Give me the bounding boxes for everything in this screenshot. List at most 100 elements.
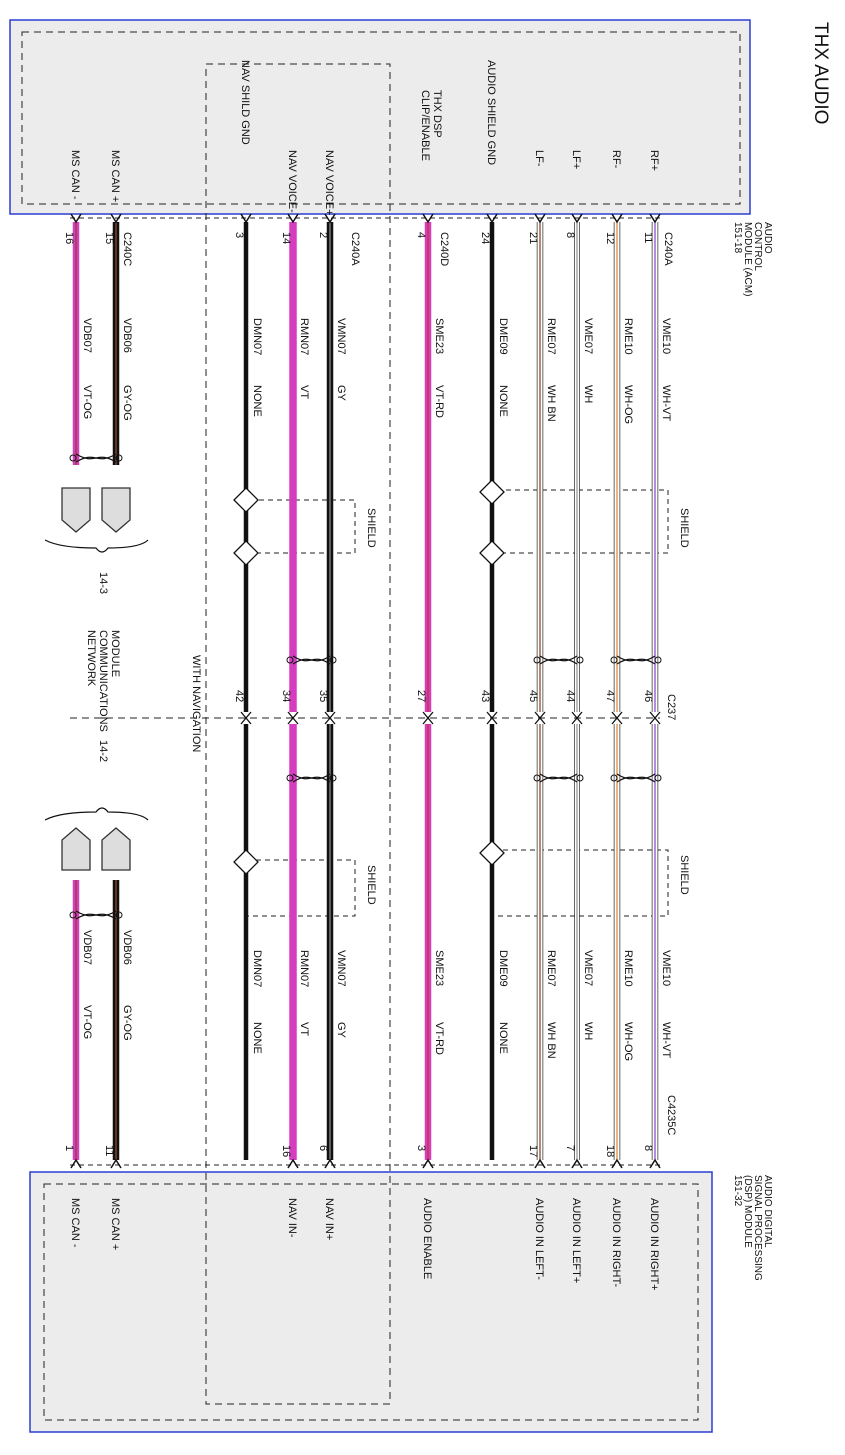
wire-color-label: NONE bbox=[497, 385, 509, 417]
dsp-pin-number: 16 bbox=[280, 1145, 292, 1157]
wire-color-label: GY-OG bbox=[121, 1005, 133, 1041]
wire-color-label: WH-VT bbox=[660, 1022, 672, 1058]
wire-color-label: VT bbox=[298, 1022, 310, 1036]
wire-color-label: VT bbox=[298, 385, 310, 399]
acm-pin-number: 4 bbox=[415, 232, 427, 238]
wire-circuit-label: VME07 bbox=[582, 950, 594, 986]
acm-pin-label: AUDIO SHIELD GND bbox=[485, 60, 497, 165]
wire-circuit-label: DME09 bbox=[497, 950, 509, 987]
dsp-pin-label: AUDIO IN LEFT+ bbox=[570, 1198, 582, 1283]
wire-color-label: VT-RD bbox=[433, 1022, 445, 1055]
wire-color-label: NONE bbox=[251, 1022, 263, 1054]
dsp-module-box bbox=[29, 1171, 713, 1433]
dsp-pin-label: AUDIO IN LEFT- bbox=[533, 1198, 545, 1280]
wire-color-label: WH BN bbox=[545, 385, 557, 422]
shield-drain-icon bbox=[233, 849, 259, 875]
wire-color-label: WH bbox=[582, 385, 594, 403]
wire-circuit-label: VMN07 bbox=[335, 950, 347, 987]
svg-text:MODULE: MODULE bbox=[109, 630, 121, 677]
svg-text:(DSP) MODULE: (DSP) MODULE bbox=[742, 1175, 753, 1248]
inline-pin-number: 27 bbox=[415, 690, 427, 702]
connector-acm-can: C240C bbox=[121, 232, 133, 266]
network-connector-icon bbox=[61, 487, 91, 533]
wire-circuit-label: RME10 bbox=[622, 318, 634, 355]
wire-circuit-label: VMN07 bbox=[335, 318, 347, 355]
connector-acm-audio: C240A bbox=[662, 232, 674, 266]
inline-pin-number: 47 bbox=[604, 690, 616, 702]
shield-drain-icon bbox=[479, 840, 505, 866]
acm-module-name: AUDIO CONTROL MODULE (ACM) 151-18 bbox=[732, 222, 773, 296]
network-ref-top: 14-3 bbox=[97, 572, 109, 594]
acm-pin-label: MS CAN - bbox=[69, 150, 81, 200]
acm-pin-number: 3 bbox=[233, 232, 245, 238]
wire-color-label: WH-OG bbox=[622, 1022, 634, 1061]
network-brace-icon bbox=[44, 807, 149, 821]
wire-circuit-label: DME09 bbox=[497, 318, 509, 355]
network-connector-icon bbox=[101, 487, 131, 533]
dsp-pin-number: 3 bbox=[415, 1145, 427, 1151]
dsp-pin-label: MS CAN + bbox=[109, 1198, 121, 1250]
wire-circuit-label: RME07 bbox=[545, 950, 557, 987]
wire-color-label: WH bbox=[582, 1022, 594, 1040]
wire-circuit-label: RME10 bbox=[622, 950, 634, 987]
dsp-pin-number: 8 bbox=[642, 1145, 654, 1151]
wire-circuit-label: RME07 bbox=[545, 318, 557, 355]
network-ref-bottom: 14-2 bbox=[97, 740, 109, 762]
wire-circuit-label: VME07 bbox=[582, 318, 594, 354]
wire-circuit-label: DMN07 bbox=[251, 318, 263, 355]
wire-color-label: GY bbox=[335, 1022, 347, 1039]
inline-pin-number: 34 bbox=[280, 690, 292, 702]
dsp-pin-number: 1 bbox=[63, 1145, 75, 1151]
acm-pin-label: RF+ bbox=[648, 150, 660, 171]
svg-text:AUDIO: AUDIO bbox=[762, 222, 773, 254]
wire-color-label: WH-OG bbox=[622, 385, 634, 424]
acm-pin-number: 21 bbox=[527, 232, 539, 244]
shield-nav-bottom bbox=[245, 859, 356, 917]
acm-pin-number: 16 bbox=[63, 232, 75, 244]
shield-label-audio-top: SHIELD bbox=[678, 508, 690, 548]
acm-pin-number: 2 bbox=[317, 232, 329, 238]
inline-pin-number: 45 bbox=[527, 690, 539, 702]
wire-circuit-label: VDB07 bbox=[81, 318, 93, 353]
shield-audio-top bbox=[491, 489, 669, 554]
inline-pin-number: 42 bbox=[233, 690, 245, 702]
svg-text:COMMUNICATIONS: COMMUNICATIONS bbox=[97, 630, 109, 732]
shield-audio-bottom bbox=[491, 849, 669, 917]
svg-text:151-18: 151-18 bbox=[732, 222, 743, 254]
shield-drain-icon bbox=[233, 540, 259, 566]
dsp-module-name: AUDIO DIGITAL SIGNAL PROCESSING (DSP) MO… bbox=[732, 1175, 773, 1281]
inline-pin-number: 46 bbox=[642, 690, 654, 702]
wire-circuit-label: SME23 bbox=[433, 950, 445, 986]
navigation-option-region bbox=[205, 63, 391, 1405]
acm-pin-label: NAV SHILD GND bbox=[239, 60, 251, 145]
acm-pin-label: CLIP/ENABLE bbox=[419, 90, 431, 161]
wire-circuit-label: VDB06 bbox=[121, 930, 133, 965]
wire-circuit-label: SME23 bbox=[433, 318, 445, 354]
acm-pin-label: RF- bbox=[610, 150, 622, 169]
acm-pin-label: THX DSP bbox=[431, 90, 443, 138]
shield-label-nav-bottom: SHIELD bbox=[365, 865, 377, 905]
wire-circuit-label: RMN07 bbox=[298, 950, 310, 987]
wire-color-label: VT-OG bbox=[81, 1005, 93, 1039]
dsp-pin-number: 18 bbox=[604, 1145, 616, 1157]
acm-pin-number: 12 bbox=[604, 232, 616, 244]
wire-color-label: NONE bbox=[251, 385, 263, 417]
wire-circuit-label: RMN07 bbox=[298, 318, 310, 355]
svg-text:SIGNAL PROCESSING: SIGNAL PROCESSING bbox=[752, 1175, 763, 1281]
acm-pin-number: 11 bbox=[642, 232, 654, 243]
svg-text:AUDIO DIGITAL: AUDIO DIGITAL bbox=[762, 1175, 773, 1248]
network-connector-icon bbox=[101, 827, 131, 871]
svg-text:CONTROL: CONTROL bbox=[752, 222, 763, 271]
wire-color-label: WH BN bbox=[545, 1022, 557, 1059]
dsp-pin-label: AUDIO IN RIGHT- bbox=[610, 1198, 622, 1288]
